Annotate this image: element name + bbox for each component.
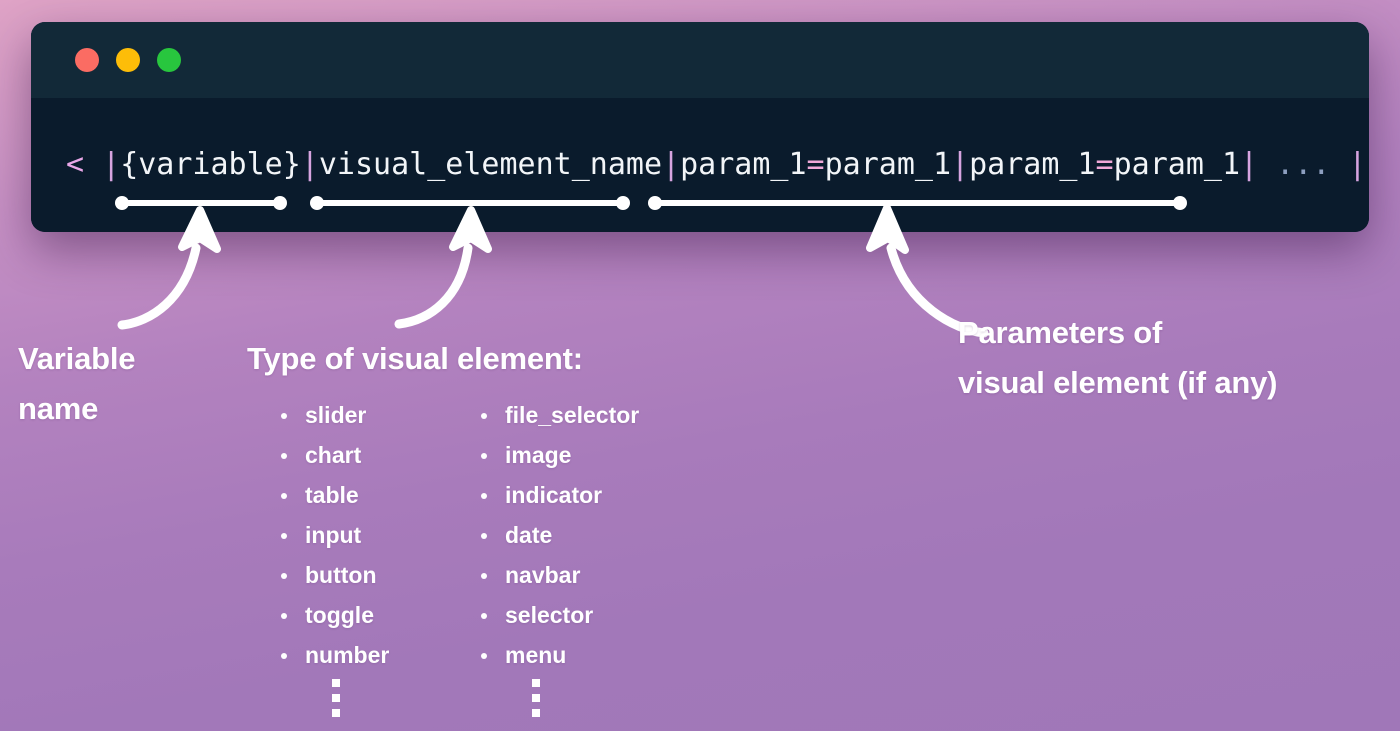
annotation-parameters: Parameters of visual element (if any) [958, 308, 1358, 408]
param-1-value-token: param_1 [824, 147, 952, 182]
pipe-1: | [102, 147, 121, 182]
ellipsis-dot [532, 679, 540, 687]
equals-2: = [1095, 147, 1114, 182]
list-item: selector [470, 595, 730, 635]
pipe-5: | [1240, 147, 1259, 182]
ellipsis-dot [332, 709, 340, 717]
code-body: < |{variable}|visual_element_name|param_… [31, 98, 1369, 232]
variable-span-bar [122, 200, 280, 206]
ellipsis-dot [332, 679, 340, 687]
list-item: toggle [270, 595, 470, 635]
variable-token: {variable} [120, 147, 301, 182]
parameters-span-cap-left [648, 196, 662, 210]
minimize-button[interactable] [116, 48, 140, 72]
annotation-variable-line-2: name [18, 391, 99, 427]
param-1-key-token: param_1 [680, 147, 807, 182]
list-item: date [470, 515, 730, 555]
close-button[interactable] [75, 48, 99, 72]
annotation-parameters-line-1: Parameters of [958, 315, 1163, 350]
annotation-type-heading: Type of visual element: [247, 341, 583, 376]
variable-span-cap-right [273, 196, 287, 210]
ellipsis-dot [532, 709, 540, 717]
parameters-span-bar [655, 200, 1180, 206]
pipe-2: | [300, 147, 319, 182]
pipe-6: | [1348, 147, 1367, 182]
list-item: button [270, 555, 470, 595]
vertical-ellipsis-icon-right [532, 679, 540, 724]
ellipsis-dot [532, 694, 540, 702]
list-item: input [270, 515, 470, 555]
ellipsis-dot [332, 694, 340, 702]
code-window: < |{variable}|visual_element_name|param_… [31, 22, 1369, 232]
list-item: chart [270, 435, 470, 475]
pipe-4: | [951, 147, 970, 182]
visual-element-name-span-cap-left [310, 196, 324, 210]
list-item: slider [270, 395, 470, 435]
list-item: menu [470, 635, 730, 675]
equals-1: = [806, 147, 825, 182]
param-2-value-token: param_1 [1113, 147, 1241, 182]
visual-element-name-span-bar [317, 200, 623, 206]
list-item: number [270, 635, 470, 675]
zoom-button[interactable] [157, 48, 181, 72]
element-type-list-left: slider chart table input button toggle n… [270, 395, 470, 675]
close-angle-bracket: > [1366, 150, 1369, 180]
list-item: file_selector [470, 395, 730, 435]
code-space-1 [84, 150, 102, 180]
visual-element-name-span-cap-right [616, 196, 630, 210]
open-angle-bracket: < [66, 147, 85, 182]
param-2-key-token: param_1 [969, 147, 1096, 182]
vertical-ellipsis-icon-left [332, 679, 340, 724]
parameters-span-marker [648, 196, 1187, 210]
element-type-list-right: file_selector image indicator date navba… [470, 395, 730, 675]
visual-element-name-token: visual_element_name [318, 147, 663, 182]
variable-span-marker [115, 196, 287, 210]
code-line[interactable]: < |{variable}|visual_element_name|param_… [31, 98, 1369, 232]
annotation-variable-name: Variable name [18, 334, 238, 434]
list-item: indicator [470, 475, 730, 515]
window-titlebar[interactable] [31, 22, 1369, 98]
list-item: table [270, 475, 470, 515]
annotation-variable-line-1: Variable [18, 341, 136, 376]
variable-span-cap-left [115, 196, 129, 210]
visual-element-name-span-marker [310, 196, 630, 210]
ellipsis-token: ... [1258, 147, 1349, 182]
list-item: image [470, 435, 730, 475]
annotation-parameters-line-2: visual element (if any) [958, 365, 1278, 401]
element-type-lists: slider chart table input button toggle n… [270, 395, 730, 675]
pipe-3: | [662, 147, 681, 182]
list-item: navbar [470, 555, 730, 595]
element-type-column-left: slider chart table input button toggle n… [270, 395, 470, 675]
parameters-span-cap-right [1173, 196, 1187, 210]
element-type-column-right: file_selector image indicator date navba… [470, 395, 730, 675]
